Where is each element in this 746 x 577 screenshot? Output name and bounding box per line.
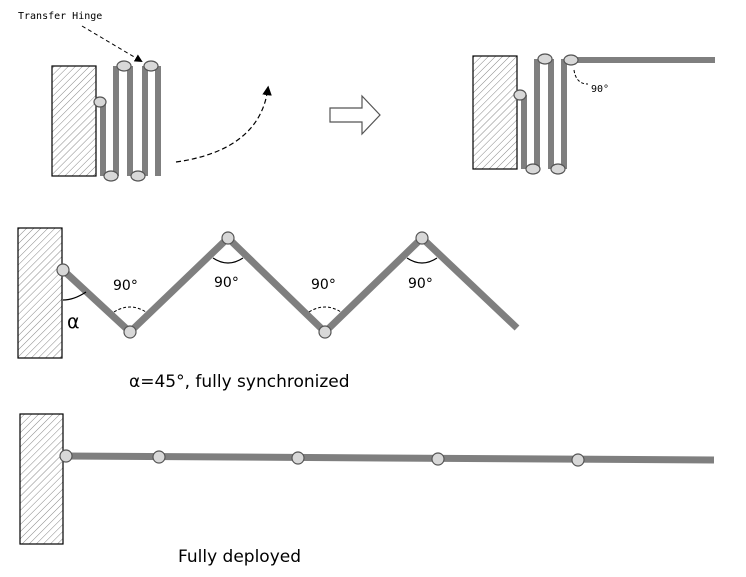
angle-label: 90°	[311, 277, 336, 293]
hinge	[563, 54, 579, 66]
hinge	[291, 451, 305, 465]
wall-block	[472, 55, 518, 170]
deployed-panels	[63, 452, 715, 464]
hinge	[525, 163, 541, 175]
wall-block	[19, 413, 64, 545]
stage-folded: Transfer Hinge	[18, 11, 272, 182]
transfer-hinge-label: Transfer Hinge	[18, 11, 102, 22]
angle-arc	[406, 257, 438, 264]
caption-synchronized: α=45°, fully synchronized	[129, 372, 350, 392]
hinge	[537, 53, 553, 65]
angle-label: 90°	[214, 275, 239, 291]
stage-deployed: Fully deployed	[19, 413, 715, 567]
caption-deployed: Fully deployed	[178, 547, 301, 567]
stage-first-release: 90°	[472, 53, 715, 175]
hinge	[143, 60, 159, 72]
hinge	[152, 450, 166, 464]
transfer-hinge-leader	[81, 25, 143, 63]
hinge	[93, 96, 107, 108]
hinge	[431, 452, 445, 466]
angle-arc	[308, 306, 342, 313]
angle-label: 90°	[408, 276, 433, 292]
hinge	[318, 325, 332, 339]
hinge	[123, 325, 137, 339]
angle-arc	[573, 69, 589, 85]
wall-block	[17, 227, 63, 359]
wall-block	[51, 65, 97, 177]
hinge	[550, 163, 566, 175]
angle-label: 90°	[113, 278, 138, 294]
hinge	[221, 231, 235, 245]
hinge	[571, 453, 585, 467]
hinge	[103, 170, 119, 182]
angle-label: 90°	[591, 84, 609, 95]
alpha-arc	[62, 291, 87, 301]
zigzag-panels	[60, 233, 520, 337]
hinge	[56, 263, 70, 277]
deploy-arrow	[175, 85, 272, 163]
alpha-label: α	[67, 311, 80, 333]
hinge	[116, 60, 132, 72]
stage-synchronized: α 90° 90° 90° 90° α=45°, fully synchroni…	[17, 227, 520, 392]
hinge	[130, 170, 146, 182]
transition-arrow-icon	[329, 94, 381, 136]
hinge	[513, 89, 527, 101]
hinge	[415, 231, 429, 245]
hinge	[59, 449, 73, 463]
angle-arc	[113, 306, 147, 313]
angle-arc	[212, 257, 244, 264]
